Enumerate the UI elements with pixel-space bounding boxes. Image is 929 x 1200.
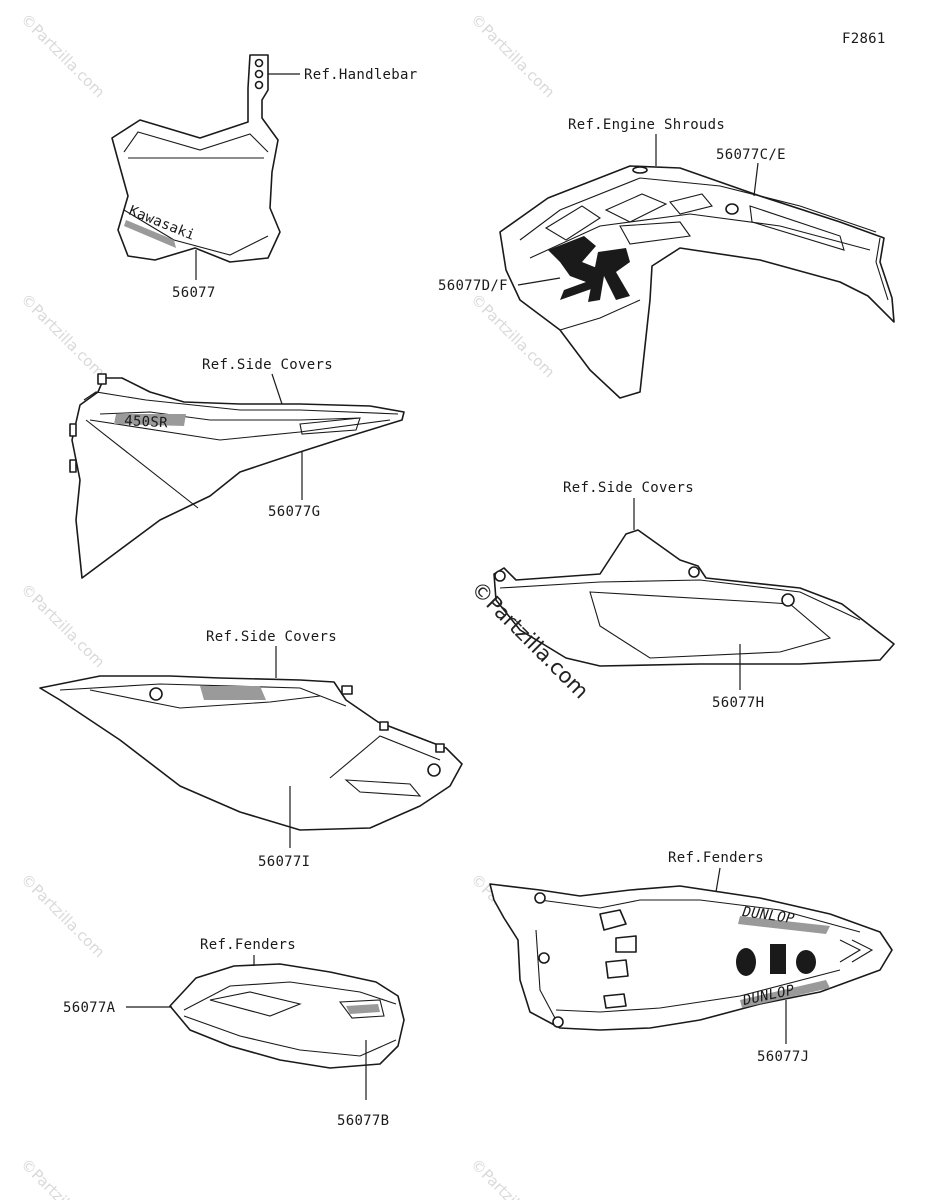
left-side-cover-ref-label: Ref.Side Covers: [202, 357, 333, 373]
watermark: ©Partzilla.com: [17, 290, 108, 381]
rear-fender-part: DUNLOP DUNLOP: [489, 883, 893, 1031]
front-fender-part-b-label: 56077B: [337, 1113, 389, 1129]
rear-fender-part-label: 56077J: [757, 1049, 809, 1065]
shroud-upper-part-label: 56077C/E: [716, 147, 786, 163]
watermark: ©Partzilla.com: [467, 1155, 558, 1200]
leader-line: [271, 373, 283, 405]
lower-side-cover-ref-label: Ref.Side Covers: [206, 629, 337, 645]
leader-line: [753, 162, 759, 197]
watermark: ©Partzilla.com: [17, 10, 108, 101]
front-fender-ref-label: Ref.Fenders: [200, 937, 296, 953]
front-fender-part-a-label: 56077A: [63, 1000, 116, 1016]
rear-fender-ref-label: Ref.Fenders: [668, 850, 764, 866]
watermark: ©Partzilla.com: [17, 870, 108, 961]
left-side-cover-part-label: 56077G: [268, 504, 320, 520]
leader-line: [517, 277, 561, 286]
number-plate-part: Kawasaki: [111, 54, 281, 263]
figure-id: F2861: [842, 31, 886, 47]
handlebar-ref-label: Ref.Handlebar: [304, 67, 417, 83]
watermark: ©Partzilla.com: [17, 580, 108, 671]
lower-side-cover-part-label: 56077I: [258, 854, 310, 870]
watermark: ©Partzilla.com: [17, 1155, 108, 1200]
left-side-cover-part: 450SR: [69, 373, 405, 579]
watermark: ©Partzilla.com: [467, 10, 558, 101]
right-side-cover-ref-label: Ref.Side Covers: [563, 480, 694, 496]
right-side-cover-part-label: 56077H: [712, 695, 764, 711]
side-cover-model-text: 450SR: [124, 413, 169, 431]
right-side-cover-part: [493, 529, 895, 667]
engine-shroud-part: [499, 165, 895, 399]
leader-line: [715, 867, 721, 893]
number-plate-part-label: 56077: [172, 285, 216, 301]
engine-shrouds-ref-label: Ref.Engine Shrouds: [568, 117, 725, 133]
lower-side-cover-part: [39, 675, 463, 831]
shroud-lower-part-label: 56077D/F: [438, 278, 508, 294]
fender-brand-text: DUNLOP: [740, 904, 795, 927]
front-fender-part: [169, 963, 405, 1069]
